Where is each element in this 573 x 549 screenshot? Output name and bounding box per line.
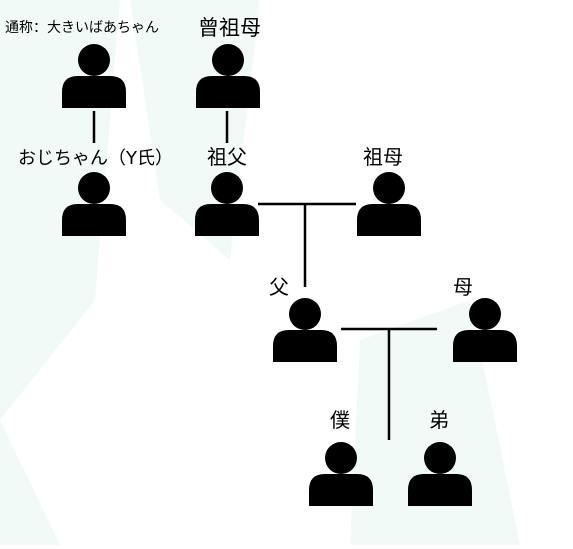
label-nickname: 通称：大きいばあちゃん (5, 20, 159, 36)
person-grandfather (195, 172, 259, 236)
label-great-grandmother: 曾祖母 (198, 16, 261, 40)
connector-lines (92, 111, 437, 440)
label-grandmother: 祖母 (363, 145, 403, 169)
person-grandmother (357, 172, 421, 236)
person-icon (196, 44, 260, 108)
person-great-grandmother (196, 44, 260, 108)
person-me (309, 442, 373, 506)
person-icon (357, 172, 421, 236)
person-icon (309, 442, 373, 506)
person-icon (62, 44, 126, 108)
person-icon (195, 172, 259, 236)
label-younger-brother: 弟 (429, 408, 449, 432)
person-icon (273, 298, 337, 362)
label-mother: 母 (453, 275, 473, 299)
person-icon (408, 442, 472, 506)
label-me: 僕 (330, 408, 350, 432)
label-ojichan: おじちゃん（Y氏） (18, 148, 173, 169)
person-ojichan (62, 172, 126, 236)
person-mother (453, 298, 517, 362)
person-nickname-grandmother (62, 44, 126, 108)
person-icon (453, 298, 517, 362)
person-younger-brother (408, 442, 472, 506)
person-icon (62, 172, 126, 236)
person-father (273, 298, 337, 362)
label-grandfather: 祖父 (207, 145, 247, 169)
label-father: 父 (269, 275, 289, 299)
